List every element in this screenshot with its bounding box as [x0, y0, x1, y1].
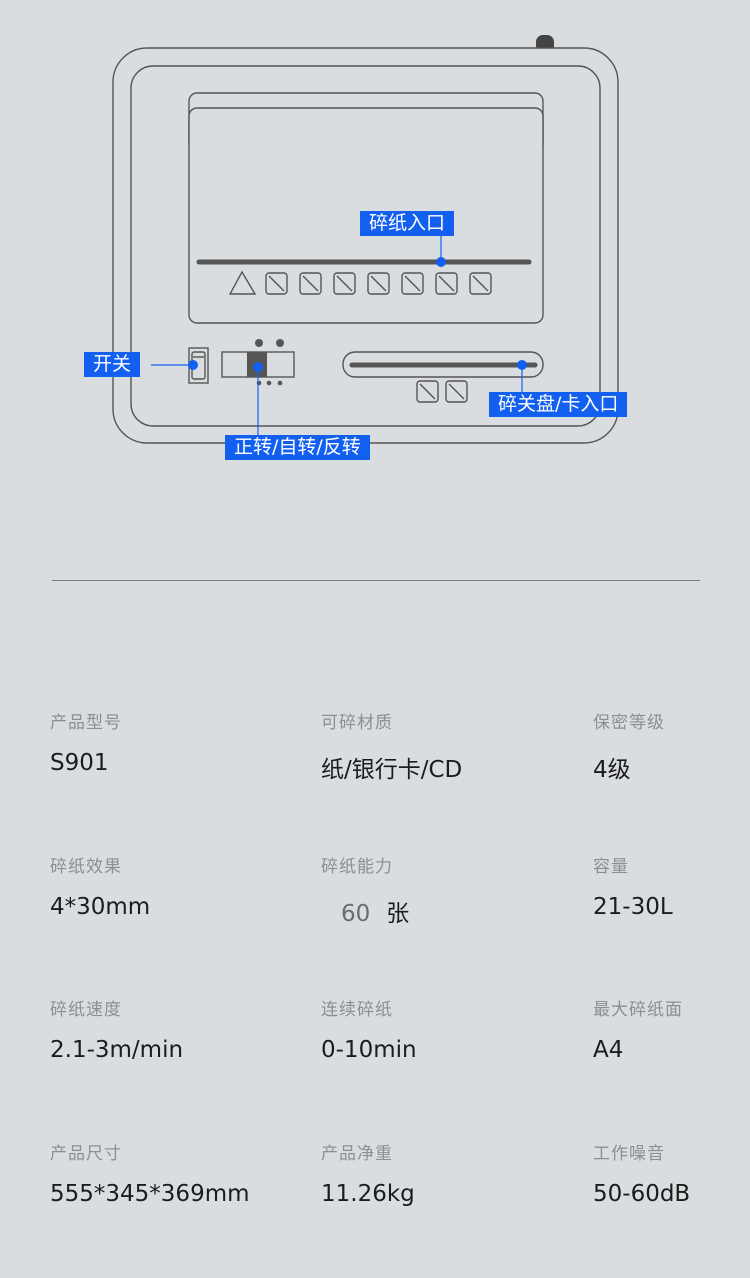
inner-body [130, 65, 601, 427]
callout-cd-card-inlet: 碎关盘/卡入口 [489, 392, 628, 417]
spec-value-speed: 2.1-3m/min [50, 1037, 184, 1063]
spec-value-net-weight: 11.26kg [321, 1181, 415, 1207]
callout-mode-switch: 正转/自转/反转 [225, 435, 370, 460]
no-hand-icon [299, 272, 322, 295]
spec-label-bin-volume: 容量 [593, 857, 629, 877]
spec-label-net-weight: 产品净重 [321, 1144, 393, 1164]
spec-label-cut-size: 碎纸效果 [50, 857, 122, 877]
section-divider [52, 580, 700, 581]
callout-power-switch: 开关 [84, 352, 141, 377]
spec-value-capacity-number: 60 [341, 901, 371, 927]
shredder-top-diagram [112, 35, 619, 444]
spec-label-security-level: 保密等级 [593, 713, 665, 733]
no-hand-icon [333, 272, 356, 295]
spec-label-capacity-sheets: 碎纸能力 [321, 857, 393, 877]
spec-label-max-paper: 最大碎纸面 [593, 1000, 683, 1020]
no-hand-icon-row [265, 272, 492, 295]
spec-label-speed: 碎纸速度 [50, 1000, 122, 1020]
warning-triangle-icon [228, 270, 257, 295]
no-hand-icon [445, 380, 468, 403]
no-hand-icon [401, 272, 424, 295]
spec-value-dimensions: 555*345*369mm [50, 1181, 250, 1207]
callout-paper-inlet: 碎纸入口 [360, 211, 455, 236]
spec-value-cut-size: 4*30mm [50, 894, 151, 920]
spec-label-dimensions: 产品尺寸 [50, 1144, 122, 1164]
spec-value-capacity-sheets: 60 张 [321, 894, 409, 928]
spec-label-continuous-run: 连续碎纸 [321, 1000, 393, 1020]
spec-label-model: 产品型号 [50, 713, 122, 733]
spec-label-material: 可碎材质 [321, 713, 393, 733]
spec-value-bin-volume: 21-30L [593, 894, 673, 920]
no-hand-icon [367, 272, 390, 295]
spec-value-noise: 50-60dB [593, 1181, 691, 1207]
no-hand-icon [265, 272, 288, 295]
spec-label-noise: 工作噪音 [593, 1144, 665, 1164]
spec-value-capacity-unit: 张 [386, 901, 410, 927]
no-hand-icon [469, 272, 492, 295]
spec-value-security-level: 4级 [593, 757, 631, 783]
spec-value-material: 纸/银行卡/CD [321, 757, 463, 783]
spec-value-model: S901 [50, 750, 109, 776]
no-hand-icon [416, 380, 439, 403]
no-hand-icon [435, 272, 458, 295]
spec-value-continuous-run: 0-10min [321, 1037, 417, 1063]
spec-value-max-paper: A4 [593, 1037, 624, 1063]
cd-card-slot-frame [342, 351, 544, 378]
